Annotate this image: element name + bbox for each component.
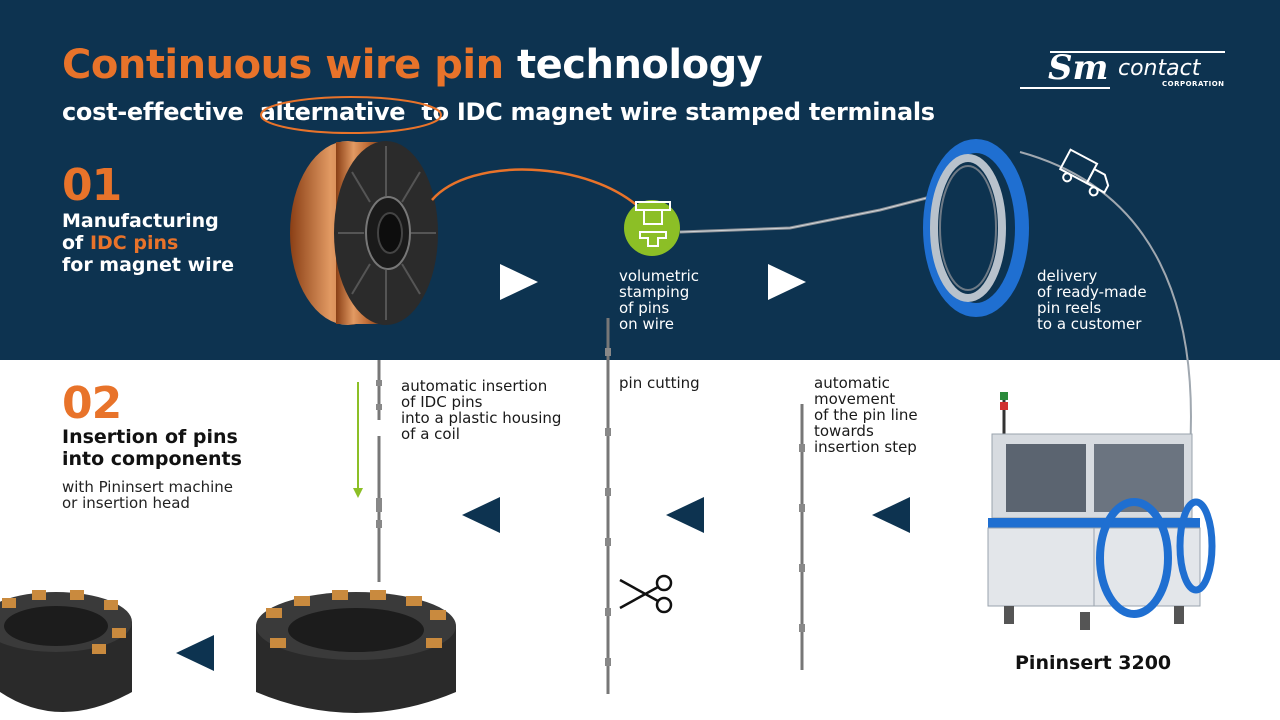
coil-housing-image — [256, 590, 456, 713]
copper-wire-path — [431, 168, 643, 211]
title-accent: Continuous wire pin — [62, 42, 504, 88]
finished-coil-image — [0, 590, 132, 712]
pin-reel-image — [923, 139, 1029, 317]
caption-line: automatic insertion — [401, 377, 548, 395]
title-rest: technology — [517, 42, 763, 88]
caption-movement: automatic movement of the pin line towar… — [814, 375, 918, 455]
caption-line: automatic — [814, 374, 890, 392]
caption-line: of pins — [619, 299, 670, 317]
stamping-press-icon — [624, 200, 680, 256]
caption-line: of IDC pins — [401, 393, 483, 411]
logo-word: contact — [1118, 56, 1201, 81]
arrow-left-icon — [666, 497, 704, 533]
scissors-icon — [619, 574, 673, 614]
caption-cutting: pin cutting — [619, 375, 700, 391]
caption-line: insertion step — [814, 438, 917, 456]
delivery-wire-path — [1019, 151, 1192, 451]
caption-line: delivery — [1037, 267, 1098, 285]
cutting-pin-line — [605, 318, 611, 694]
step2-subtext: with Pininsert machine or insertion head — [62, 479, 233, 511]
caption-stamping: volumetric stamping of pins on wire — [619, 268, 699, 332]
subtitle-pre: cost-effective — [62, 98, 244, 126]
page-title: Continuous wire pin technology — [62, 42, 763, 88]
copper-spool-image — [290, 141, 438, 325]
caption-line: of the pin line — [814, 406, 918, 424]
pininsert-machine-image — [987, 392, 1216, 630]
step1-line3: for magnet wire — [62, 254, 234, 276]
movement-pin-line — [799, 404, 805, 670]
step2-heading: Insertion of pins into components — [62, 426, 242, 470]
logo-graphic — [1020, 51, 1225, 89]
logo-sub: CORPORATION — [1162, 80, 1225, 88]
arrow-left-icon — [176, 635, 214, 671]
step1-line2-pre: of — [62, 232, 84, 254]
caption-insertion: automatic insertion of IDC pins into a p… — [401, 378, 561, 442]
insertion-pin-line — [353, 360, 382, 582]
caption-line: of a coil — [401, 425, 460, 443]
highlight-ellipse — [260, 96, 442, 134]
arrow-right-icon — [500, 264, 538, 300]
step2-line2: into components — [62, 448, 242, 470]
caption-line: of ready-made — [1037, 283, 1147, 301]
step1-heading: Manufacturing of IDC pins for magnet wir… — [62, 210, 234, 276]
caption-line: to a customer — [1037, 315, 1142, 333]
step2-number: 02 — [62, 378, 122, 429]
step2-sub2: or insertion head — [62, 494, 190, 512]
caption-line: on wire — [619, 315, 674, 333]
subtitle-post: to IDC magnet wire stamped terminals — [421, 98, 935, 126]
arrow-left-icon — [872, 497, 910, 533]
logo-brand: Sm — [1048, 48, 1109, 88]
delivery-truck-icon — [1058, 148, 1110, 197]
step1-line2: of IDC pins — [62, 232, 234, 254]
caption-line: stamping — [619, 283, 690, 301]
arrow-left-icon — [462, 497, 500, 533]
machine-label: Pininsert 3200 — [1015, 652, 1172, 674]
step1-number: 01 — [62, 160, 122, 211]
company-logo: Sm contact CORPORATION — [1020, 48, 1230, 92]
caption-line: volumetric — [619, 267, 700, 285]
page-subtitle: cost-effective alternative to IDC magnet… — [62, 98, 935, 126]
caption-line: pin cutting — [619, 374, 700, 392]
arrow-right-icon — [768, 264, 806, 300]
caption-delivery: delivery of ready-made pin reels to a cu… — [1037, 268, 1147, 332]
step2-line1: Insertion of pins — [62, 426, 238, 448]
caption-line: towards — [814, 422, 874, 440]
caption-line: movement — [814, 390, 896, 408]
step2-sub1: with Pininsert machine — [62, 478, 233, 496]
step1-line1: Manufacturing — [62, 210, 219, 232]
caption-line: into a plastic housing — [401, 409, 562, 427]
caption-line: pin reels — [1037, 299, 1102, 317]
pin-wire-path — [679, 192, 943, 234]
top-panel — [0, 0, 1280, 360]
step1-line2-accent: IDC pins — [89, 232, 179, 254]
